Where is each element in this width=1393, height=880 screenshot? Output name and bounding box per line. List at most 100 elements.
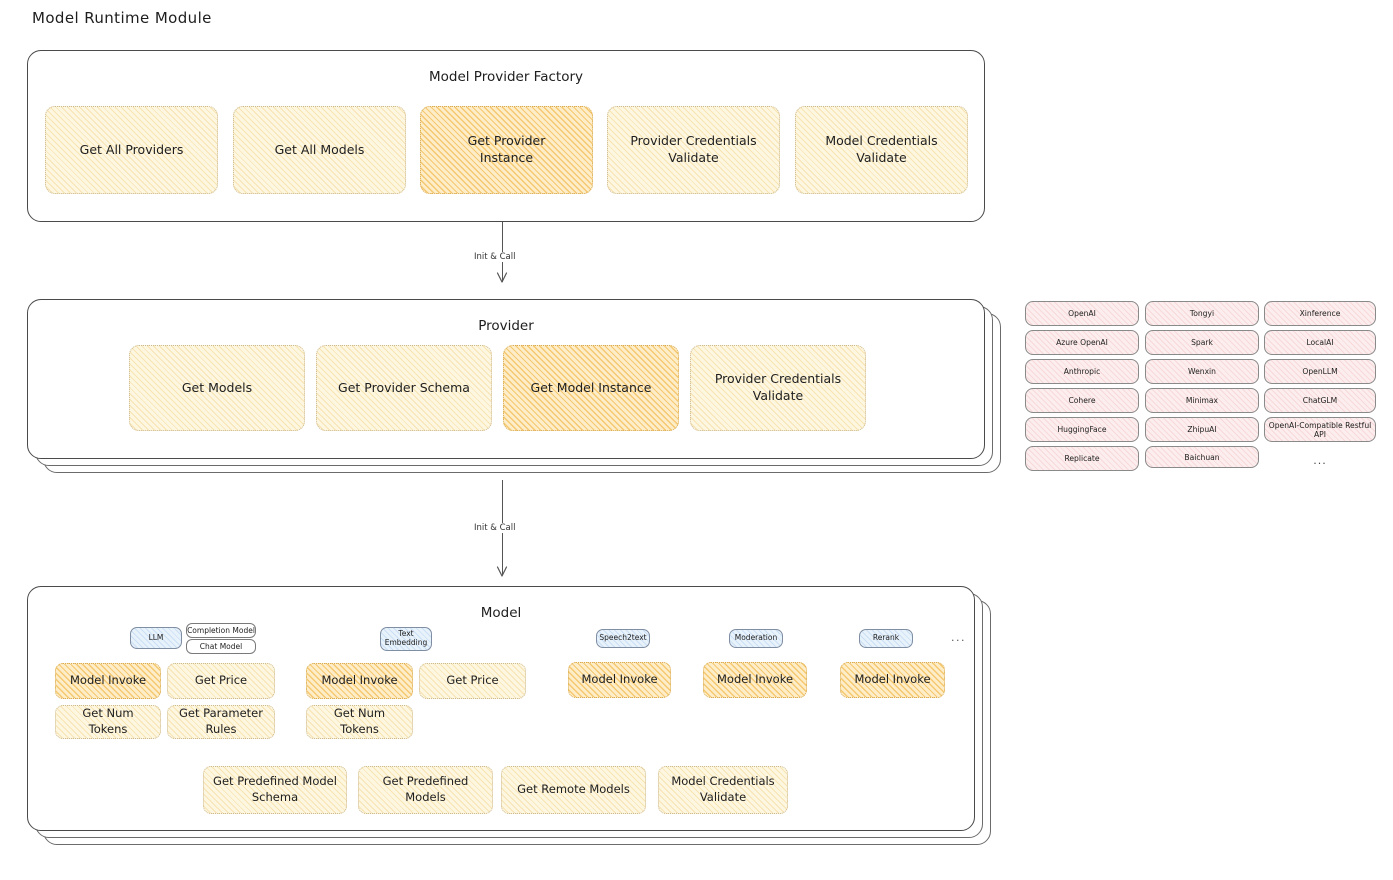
provider-chip-label: Spark	[1191, 338, 1213, 347]
provider-chip-label: Cohere	[1068, 396, 1096, 405]
provider-title: Provider	[478, 318, 534, 334]
provider-chip[interactable]: ZhipuAI	[1145, 417, 1259, 442]
model-box-label: Get Num Tokens	[333, 706, 386, 736]
provider-chip-label: OpenLLM	[1302, 367, 1338, 376]
model-groups-more: ...	[951, 631, 966, 644]
model-box-label: Model Invoke	[716, 672, 794, 687]
provider-box-get-models[interactable]: Get Models	[129, 345, 305, 431]
arrow-provider-to-model-head	[496, 566, 508, 577]
provider-chip-label: Baichuan	[1184, 452, 1220, 462]
provider-chip-label: Replicate	[1064, 454, 1100, 463]
provider-chip[interactable]: Tongyi	[1145, 301, 1259, 326]
provider-box-label: Get Models	[181, 379, 253, 395]
model-box-model-invoke-moderation[interactable]: Model Invoke	[703, 662, 807, 698]
factory-box-label: Get All Providers	[79, 141, 184, 157]
provider-chip[interactable]: Spark	[1145, 330, 1259, 355]
model-group-badge-label: Speech2text	[599, 633, 647, 643]
model-common-box-get-remote-models[interactable]: Get Remote Models	[501, 766, 646, 814]
provider-chip-label: Tongyi	[1189, 309, 1215, 318]
provider-chip[interactable]: OpenAI	[1025, 301, 1139, 326]
model-group-badge-label: Rerank	[872, 633, 900, 643]
provider-chip-label: Azure OpenAI	[1056, 338, 1108, 347]
model-box-get-price-llm[interactable]: Get Price	[167, 663, 275, 699]
factory-box-label: Get All Models	[274, 141, 365, 157]
provider-chip[interactable]: HuggingFace	[1025, 417, 1139, 442]
model-box-label: Model Invoke	[854, 672, 931, 687]
model-box-get-num-tokens-text-embedding[interactable]: Get Num Tokens	[306, 705, 413, 739]
model-box-label: Model Invoke	[321, 673, 398, 688]
provider-chip-label: Minimax	[1185, 396, 1219, 405]
provider-chip-label: ZhipuAI	[1187, 425, 1217, 434]
provider-chip-label: Wenxin	[1188, 367, 1216, 376]
provider-chip[interactable]: Baichuan	[1145, 446, 1259, 468]
model-group-badge-label: LLM	[148, 632, 164, 642]
model-group-badge-moderation[interactable]: Moderation	[729, 629, 783, 648]
model-box-label: Model Invoke	[581, 672, 658, 687]
model-sub-badge-label: Chat Model	[199, 642, 243, 651]
model-box-label: Get Price	[446, 673, 499, 688]
provider-chip[interactable]: LocalAI	[1264, 330, 1376, 355]
model-box-get-price-text-embedding[interactable]: Get Price	[419, 663, 526, 699]
provider-chip[interactable]: Cohere	[1025, 388, 1139, 413]
provider-chip-label: OpenAI-Compatible Restful API	[1268, 420, 1372, 439]
provider-chip[interactable]: Azure OpenAI	[1025, 330, 1139, 355]
provider-chip[interactable]: Wenxin	[1145, 359, 1259, 384]
provider-chip[interactable]: Anthropic	[1025, 359, 1139, 384]
provider-box-get-provider-schema[interactable]: Get Provider Schema	[316, 345, 492, 431]
model-box-label: Get Num Tokens	[82, 706, 134, 736]
model-group-badge-speech2text[interactable]: Speech2text	[596, 629, 650, 648]
model-group-badge-llm[interactable]: LLM	[130, 627, 182, 649]
model-group-badge-rerank[interactable]: Rerank	[859, 629, 913, 648]
provider-box-label: Get Model Instance	[530, 379, 652, 395]
model-provider-factory-title: Model Provider Factory	[428, 69, 583, 85]
provider-chip-label: OpenAI	[1068, 309, 1096, 318]
model-box-get-num-tokens-llm[interactable]: Get Num Tokens	[55, 705, 161, 739]
provider-chip[interactable]: ChatGLM	[1264, 388, 1376, 413]
provider-box-label: Get Provider Schema	[338, 379, 470, 395]
provider-chip-label: HuggingFace	[1057, 425, 1107, 434]
provider-box-get-model-instance[interactable]: Get Model Instance	[503, 345, 679, 431]
model-box-label: Get Price	[194, 673, 248, 688]
arrow-factory-to-provider-label: Init & Call	[470, 252, 520, 262]
provider-chip[interactable]: OpenLLM	[1264, 359, 1376, 384]
provider-chip[interactable]: Xinference	[1264, 301, 1376, 326]
model-group-badge-label: Moderation	[734, 633, 778, 643]
page-title: Model Runtime Module	[32, 9, 212, 27]
model-box-model-invoke-text-embedding[interactable]: Model Invoke	[306, 663, 413, 699]
model-title: Model	[480, 605, 522, 621]
arrow-factory-to-provider-head	[496, 272, 508, 283]
provider-chip[interactable]: Replicate	[1025, 446, 1139, 471]
model-sub-badge-label: Completion Model	[187, 626, 255, 635]
model-box-model-invoke-speech2text[interactable]: Model Invoke	[568, 662, 671, 698]
factory-box-get-all-providers[interactable]: Get All Providers	[45, 106, 218, 194]
factory-box-get-all-models[interactable]: Get All Models	[233, 106, 406, 194]
provider-chip[interactable]: Minimax	[1145, 388, 1259, 413]
model-sub-badge-chat-model[interactable]: Chat Model	[186, 639, 256, 654]
provider-chip[interactable]: OpenAI-Compatible Restful API	[1264, 417, 1376, 442]
model-sub-badge-completion-model[interactable]: Completion Model	[186, 623, 256, 638]
model-box-model-invoke-llm[interactable]: Model Invoke	[55, 663, 161, 699]
model-box-model-invoke-rerank[interactable]: Model Invoke	[840, 662, 945, 698]
provider-chip-label: LocalAI	[1306, 338, 1334, 347]
provider-list-more: ...	[1313, 453, 1327, 467]
model-common-box-label: Get Remote Models	[517, 782, 630, 797]
